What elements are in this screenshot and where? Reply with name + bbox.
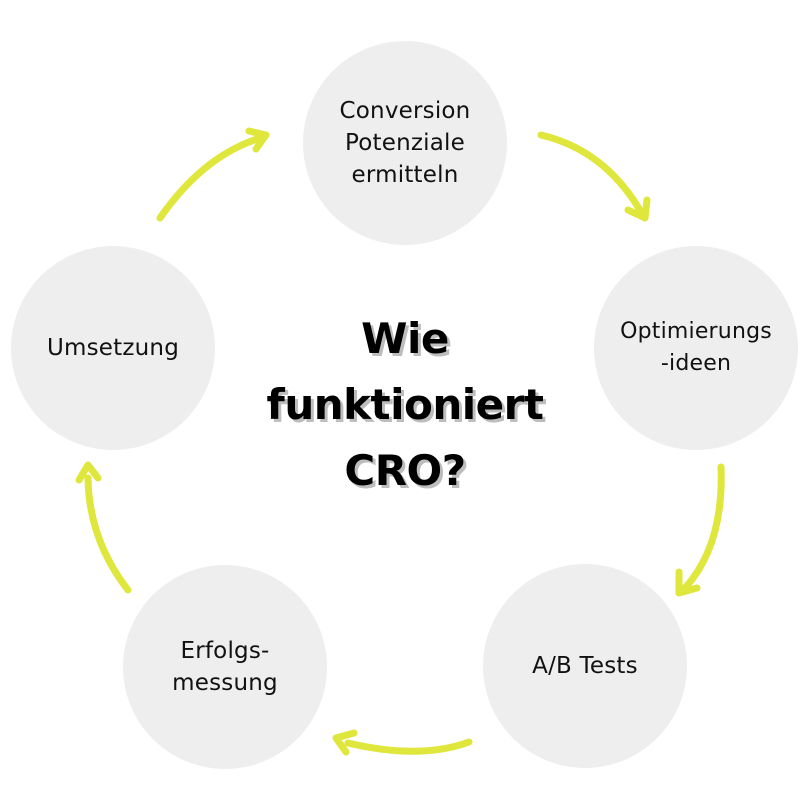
- curved-arrow-up-right-icon: [156, 134, 264, 222]
- step-label: Umsetzung: [46, 335, 180, 361]
- arrow-4-to-5: [75, 461, 132, 594]
- step-circle-umsetzung: Umsetzung: [11, 246, 215, 450]
- arrowhead: [245, 127, 270, 153]
- arrow-1-to-2: [537, 131, 651, 222]
- step-label: Erfolgs- messung: [172, 638, 278, 696]
- step-label: Conversion Potenziale ermitteln: [339, 98, 471, 188]
- arrowhead: [332, 729, 358, 756]
- step-circle-conversion-potenziale: Conversion Potenziale ermitteln: [303, 41, 507, 245]
- arrowhead: [675, 568, 701, 597]
- arrow-3-to-4: [332, 729, 473, 756]
- diagram-title: Wie funktioniert CRO?: [266, 314, 544, 495]
- curved-arrow-up-icon: [84, 474, 132, 594]
- step-circle-ab-tests: A/B Tests: [483, 564, 687, 768]
- curved-arrow-down-right-icon: [537, 131, 645, 216]
- arrowhead: [75, 461, 102, 484]
- step-label: Optimierungs -ideen: [620, 319, 772, 376]
- step-circle-erfolgsmessung: Erfolgs- messung: [123, 565, 327, 769]
- arrowhead: [624, 196, 651, 222]
- arrow-5-to-1: [156, 127, 270, 222]
- curved-arrow-down-left-icon: [681, 463, 725, 592]
- curved-arrow-left-icon: [344, 738, 473, 755]
- step-label: A/B Tests: [532, 653, 638, 679]
- arrow-2-to-3: [675, 463, 725, 597]
- step-circle-optimierungsideen: Optimierungs -ideen: [594, 246, 798, 450]
